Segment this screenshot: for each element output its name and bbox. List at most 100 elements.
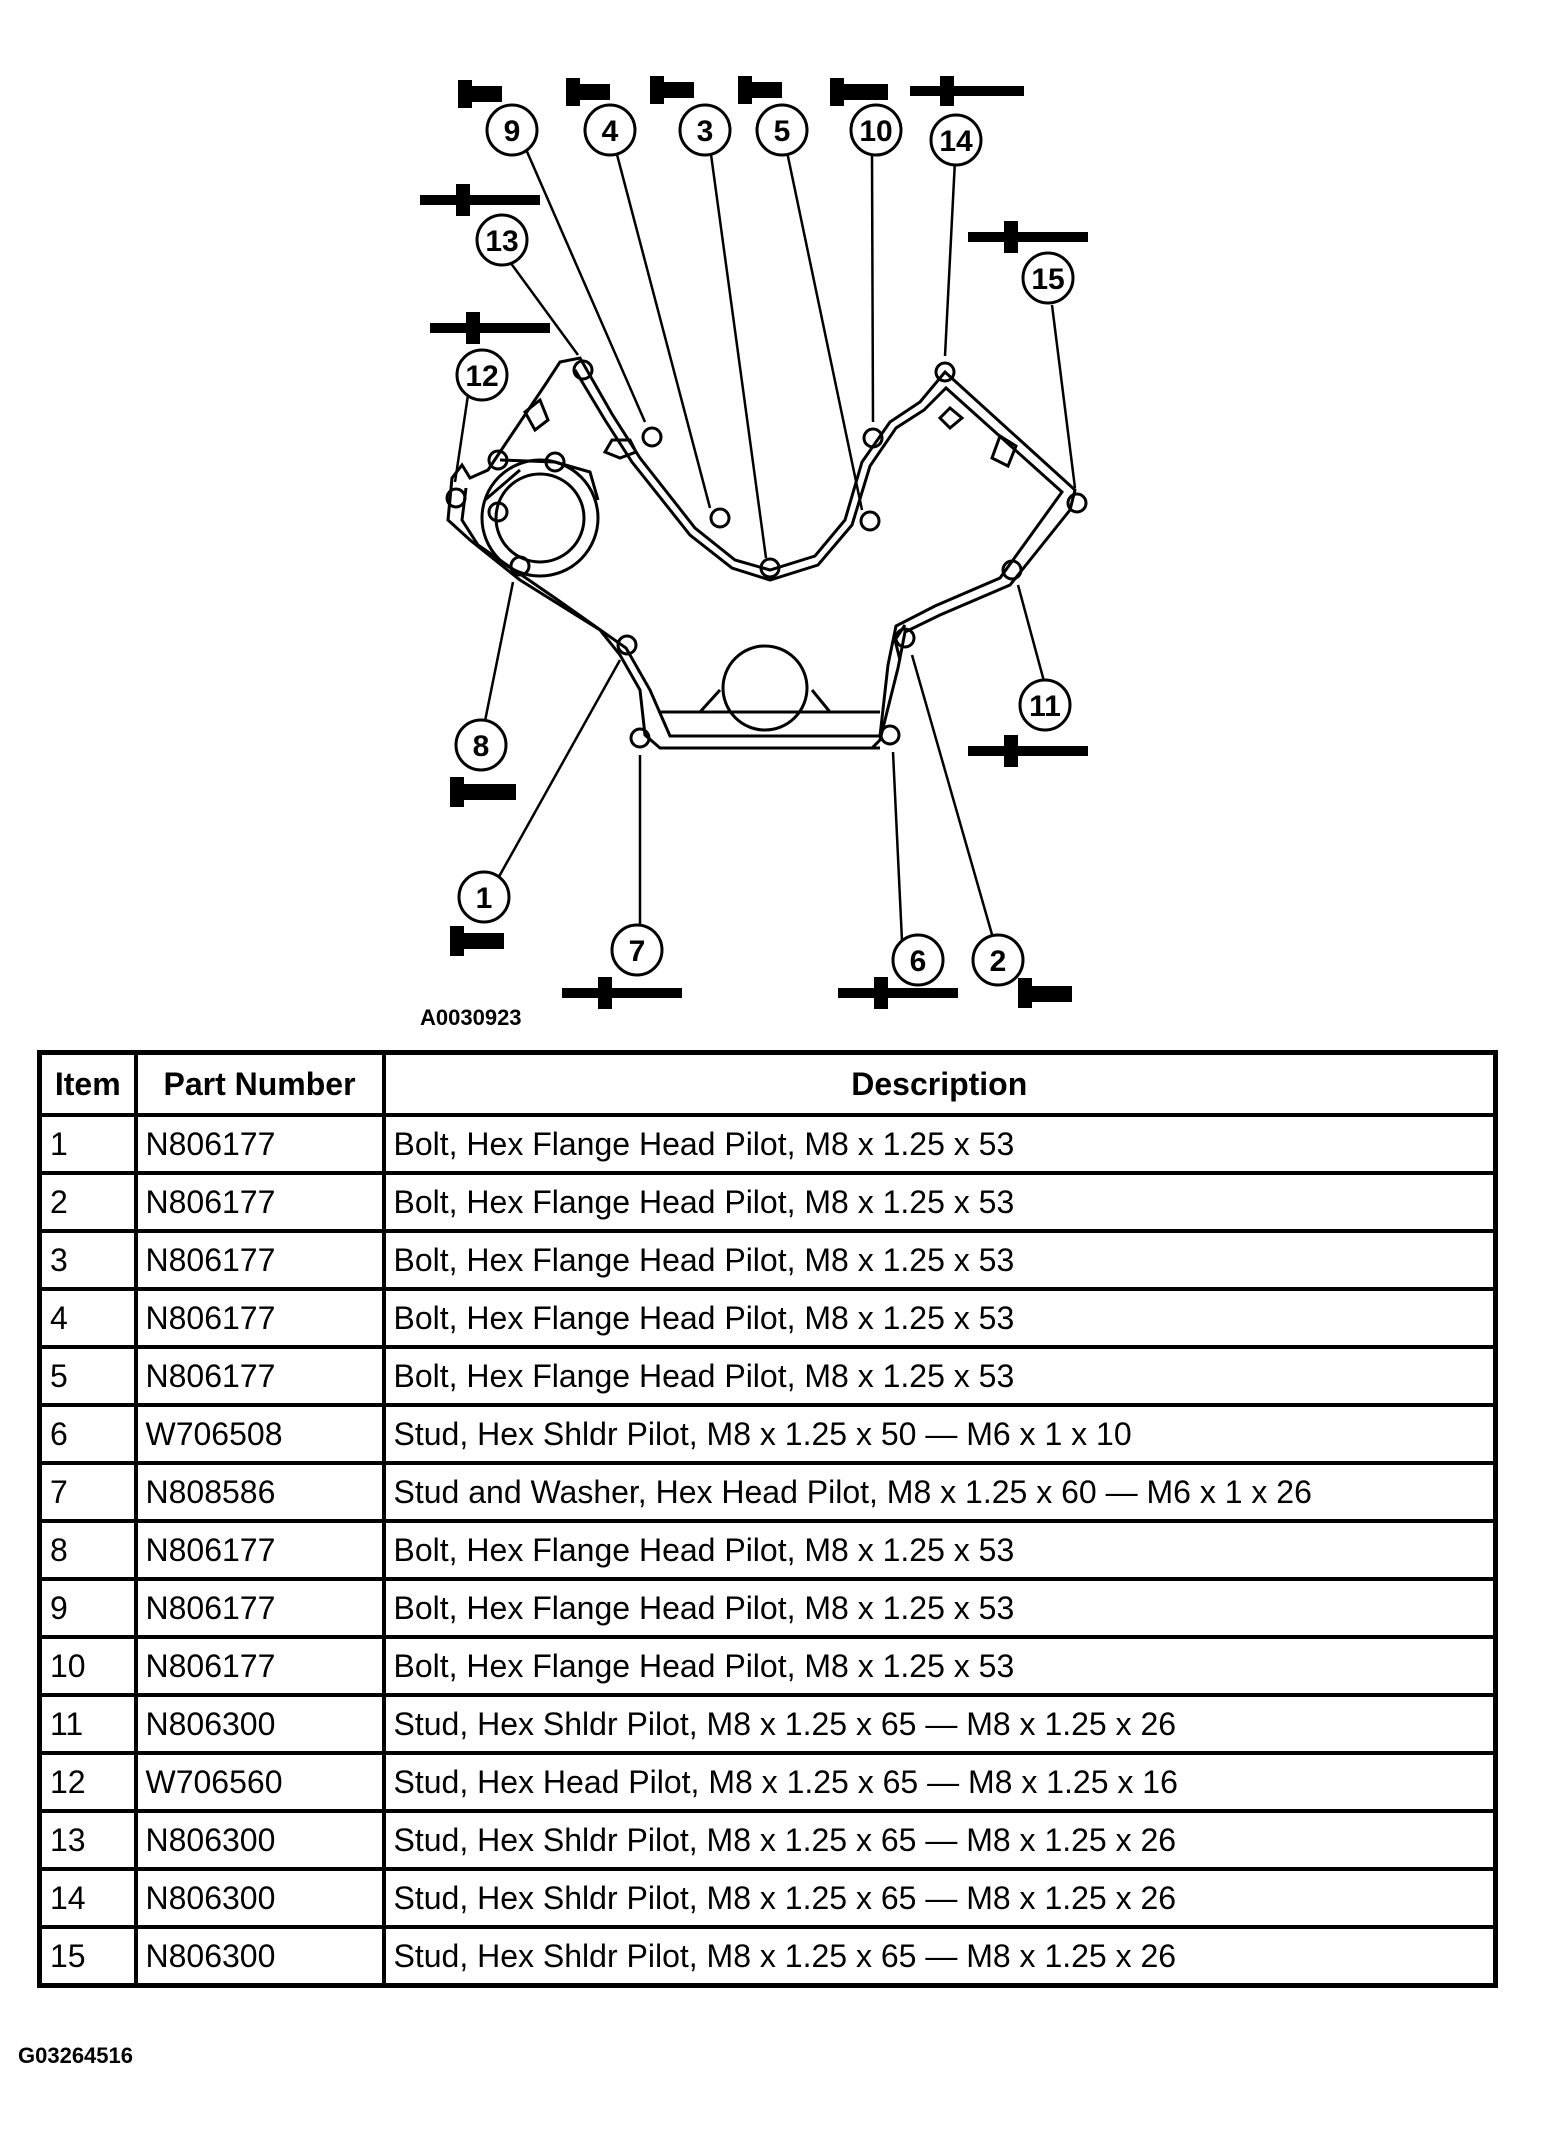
callout-number: 8 xyxy=(473,730,490,763)
callout-circle xyxy=(475,213,529,267)
callout-3: 3 xyxy=(678,103,732,157)
callout-number: 9 xyxy=(504,115,521,148)
leader-lines xyxy=(453,146,1077,963)
header-description: Description xyxy=(381,1050,1498,1117)
cover-inner-outline xyxy=(460,369,1065,738)
description-cell: Bolt, Hex Flange Head Pilot, M8 x 1.25 x… xyxy=(381,1287,1498,1349)
callout-number: 10 xyxy=(859,115,892,148)
part-number-cell: N806177 xyxy=(133,1519,386,1581)
stud-icon xyxy=(968,735,1088,767)
item-cell: 11 xyxy=(37,1693,138,1755)
callout-circle xyxy=(610,923,664,977)
callout-circle xyxy=(1018,678,1072,732)
callout-circle xyxy=(455,348,509,402)
item-cell: 8 xyxy=(37,1519,138,1581)
item-cell: 4 xyxy=(37,1287,138,1349)
callout-number: 1 xyxy=(476,882,493,915)
part-number-cell: N806177 xyxy=(133,1229,386,1291)
bolt-icon xyxy=(650,76,694,104)
part-number-cell: N806177 xyxy=(133,1113,386,1175)
item-cell: 13 xyxy=(37,1809,138,1871)
part-number-cell: N806177 xyxy=(133,1345,386,1407)
water-pump-housing xyxy=(480,458,600,578)
description-cell: Stud and Washer, Hex Head Pilot, M8 x 1.… xyxy=(381,1461,1498,1523)
item-cell: 7 xyxy=(37,1461,138,1523)
part-number-cell: N806300 xyxy=(133,1693,386,1755)
callout-number: 14 xyxy=(939,125,973,158)
bolt-icon xyxy=(566,78,610,106)
item-cell: 9 xyxy=(37,1577,138,1639)
header-part-number: Part Number xyxy=(133,1050,386,1117)
cover-outline xyxy=(446,356,1077,750)
part-number-cell: N806177 xyxy=(133,1287,386,1349)
stud-icon xyxy=(420,184,540,216)
callout-circle xyxy=(849,103,903,157)
description-cell: Bolt, Hex Flange Head Pilot, M8 x 1.25 x… xyxy=(381,1229,1498,1291)
callout-circle xyxy=(485,103,539,157)
description-cell: Stud, Hex Shldr Pilot, M8 x 1.25 x 65 — … xyxy=(381,1925,1498,1988)
description-cell: Stud, Hex Shldr Pilot, M8 x 1.25 x 65 — … xyxy=(381,1693,1498,1755)
item-cell: 1 xyxy=(37,1113,138,1175)
part-number-cell: N808586 xyxy=(133,1461,386,1523)
callout-15: 15 xyxy=(1021,251,1075,305)
item-cell: 14 xyxy=(37,1867,138,1929)
part-number-cell: N806177 xyxy=(133,1171,386,1233)
figure-code: A0030923 xyxy=(420,1005,522,1030)
callout-circle xyxy=(678,103,732,157)
callout-11: 11 xyxy=(1018,678,1072,732)
callout-9: 9 xyxy=(485,103,539,157)
bolt-icon xyxy=(1018,978,1072,1008)
callout-10: 10 xyxy=(849,103,903,157)
stud-icon xyxy=(562,977,682,1009)
header-item: Item xyxy=(37,1050,138,1117)
callout-circle xyxy=(755,103,809,157)
callout-number: 11 xyxy=(1029,690,1061,723)
callout-2: 2 xyxy=(971,933,1025,987)
bolt-icon xyxy=(458,80,502,108)
part-number-cell: N806300 xyxy=(133,1809,386,1871)
callout-8: 8 xyxy=(454,718,508,772)
item-cell: 12 xyxy=(37,1751,138,1813)
description-cell: Stud, Hex Shldr Pilot, M8 x 1.25 x 65 — … xyxy=(381,1867,1498,1929)
part-number-cell: W706560 xyxy=(133,1751,386,1813)
callout-circle xyxy=(891,933,945,987)
item-cell: 15 xyxy=(37,1925,138,1988)
bolt-icon xyxy=(738,76,782,104)
item-cell: 2 xyxy=(37,1171,138,1233)
stud-icon xyxy=(430,312,550,344)
callout-number: 13 xyxy=(485,225,518,258)
callout-circle xyxy=(457,870,511,924)
callout-circle xyxy=(1021,251,1075,305)
stud-icon xyxy=(910,76,1024,106)
oil-pan-rail xyxy=(660,710,880,750)
part-number-cell: N806300 xyxy=(133,1867,386,1929)
bolt-icon xyxy=(450,777,516,807)
description-cell: Bolt, Hex Flange Head Pilot, M8 x 1.25 x… xyxy=(381,1635,1498,1697)
item-cell: 3 xyxy=(37,1229,138,1291)
callout-circle xyxy=(583,103,637,157)
footer-code: G03264516 xyxy=(18,2043,133,2068)
part-number-cell: N806177 xyxy=(133,1577,386,1639)
callout-6: 6 xyxy=(891,933,945,987)
description-cell: Stud, Hex Shldr Pilot, M8 x 1.25 x 65 — … xyxy=(381,1809,1498,1871)
callout-7: 7 xyxy=(610,923,664,977)
bolt-icon xyxy=(830,78,888,106)
table-header-row: Item Part Number Description xyxy=(37,1050,1498,1117)
callout-4: 4 xyxy=(583,103,637,157)
description-cell: Bolt, Hex Flange Head Pilot, M8 x 1.25 x… xyxy=(381,1345,1498,1407)
stud-icon xyxy=(838,977,958,1009)
description-cell: Stud, Hex Shldr Pilot, M8 x 1.25 x 50 — … xyxy=(381,1403,1498,1465)
callout-number: 4 xyxy=(602,115,619,148)
item-cell: 6 xyxy=(37,1403,138,1465)
